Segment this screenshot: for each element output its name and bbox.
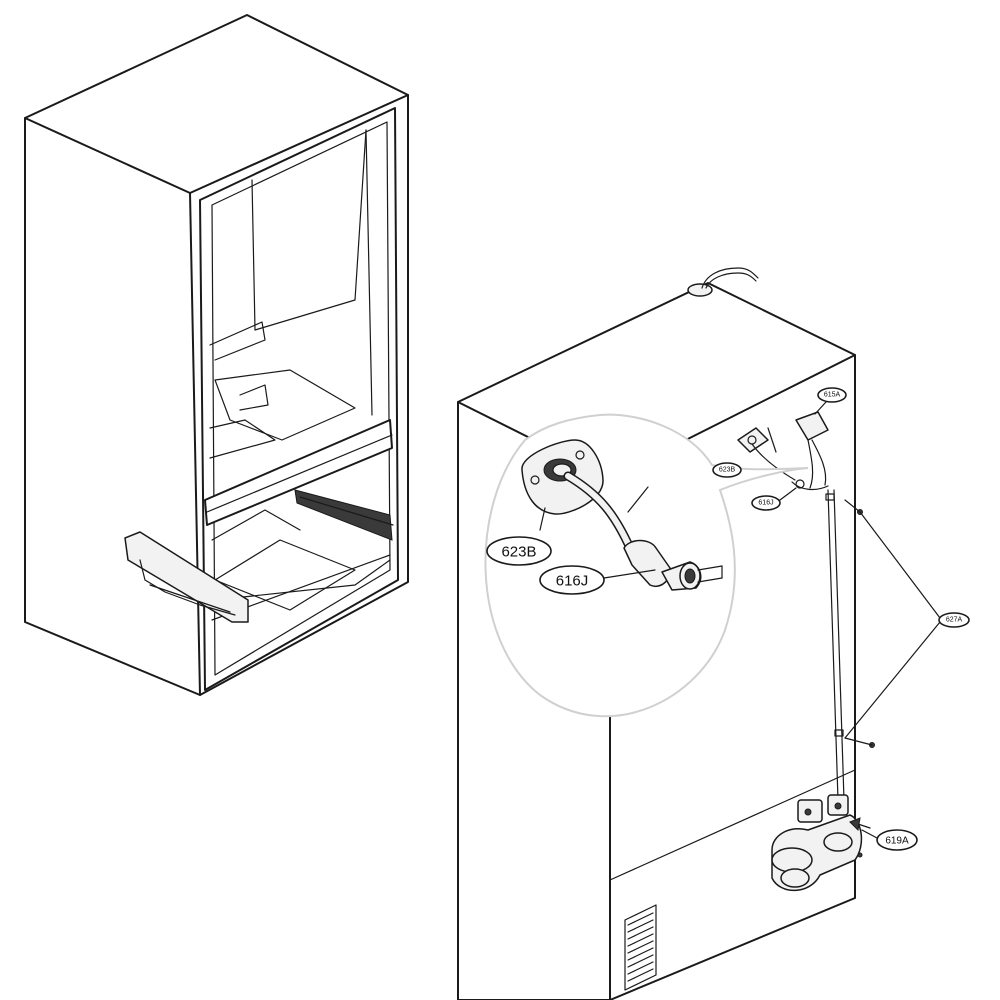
callout-623B: 623B — [486, 536, 552, 566]
svg-text:623B: 623B — [719, 467, 736, 474]
callout-627A: 627A — [938, 612, 970, 628]
water-valve — [771, 794, 871, 892]
callout-619A: 619A — [861, 829, 918, 851]
svg-text:616J: 616J — [758, 500, 773, 507]
callout-623B-small: 623B — [712, 462, 742, 478]
svg-text:619A: 619A — [885, 836, 909, 847]
water-line-assembly — [737, 411, 875, 801]
svg-text:623B: 623B — [501, 544, 536, 561]
svg-text:627A: 627A — [946, 617, 963, 624]
callout-616J: 616J — [539, 565, 605, 595]
rear-vent-grille — [624, 904, 657, 991]
callout-616J-small: 616J — [751, 487, 797, 511]
detail-magnifier — [484, 413, 809, 718]
cabinet-front-view — [24, 14, 409, 696]
svg-text:615A: 615A — [824, 392, 841, 399]
top-cable — [687, 267, 759, 297]
callout-615A: 615A — [814, 387, 847, 415]
svg-text:616J: 616J — [556, 573, 589, 590]
